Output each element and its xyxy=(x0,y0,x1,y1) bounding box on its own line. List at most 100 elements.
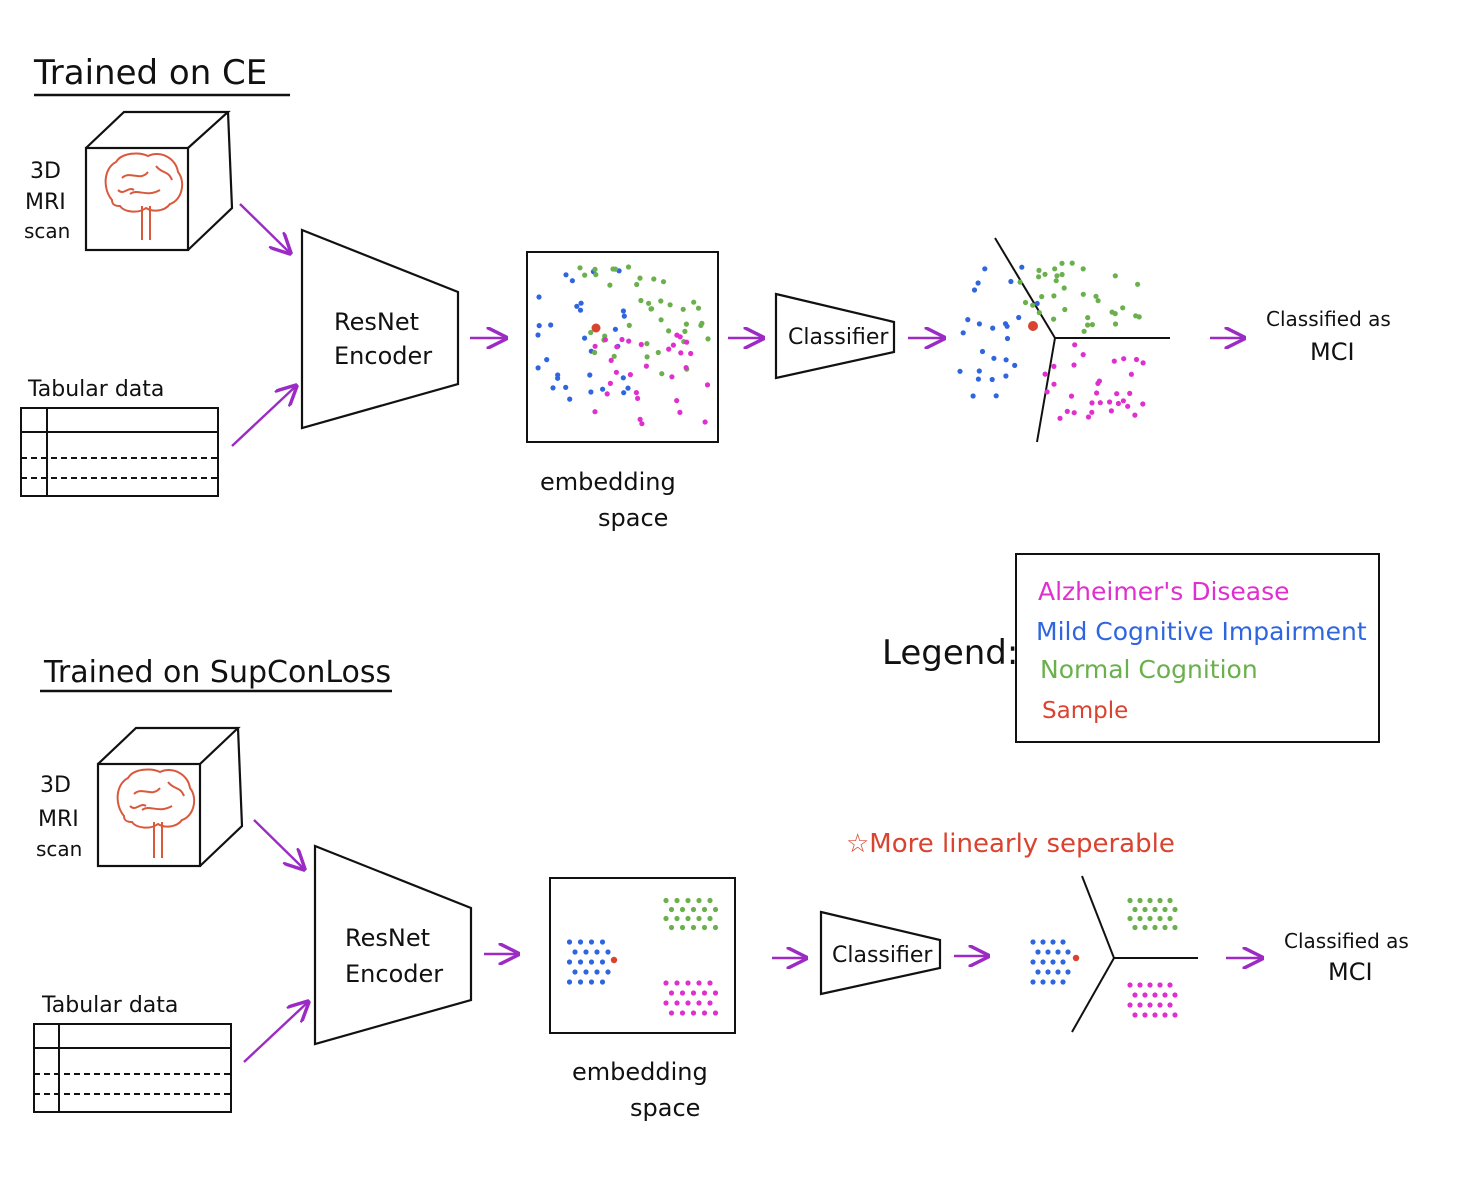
bottom-brain-icon xyxy=(116,768,196,858)
alzheimers-dot xyxy=(1071,410,1077,416)
mci-dot xyxy=(1045,969,1051,975)
legend-box xyxy=(1015,553,1380,743)
bottom-title: Trained on SupConLoss xyxy=(43,655,391,690)
bottom-mri-label-mri: MRI xyxy=(38,807,79,832)
mci-dot xyxy=(991,355,997,361)
mci-dot xyxy=(1060,939,1066,945)
bottom-mri-cube xyxy=(96,726,244,868)
normal-dot xyxy=(679,924,686,931)
normal-dot xyxy=(577,265,583,271)
alzheimers-dot xyxy=(677,409,683,415)
alzheimers-dot xyxy=(1133,356,1140,363)
alzheimers-dot xyxy=(1167,1002,1173,1008)
alzheimers-dot xyxy=(1152,1012,1158,1018)
normal-dot xyxy=(1062,306,1068,313)
normal-dot xyxy=(1135,281,1141,287)
normal-dot xyxy=(663,915,669,922)
normal-dot xyxy=(1152,924,1158,931)
top-tabular-table xyxy=(20,407,219,497)
mci-dot xyxy=(536,323,542,329)
alzheimers-dot xyxy=(668,990,675,996)
alzheimers-dot xyxy=(1152,992,1158,998)
mci-dot xyxy=(1016,314,1022,321)
mci-dot xyxy=(1004,323,1010,329)
alzheimers-dot xyxy=(1080,352,1086,358)
normal-dot xyxy=(1042,271,1048,277)
top-arrow-mri xyxy=(239,203,290,253)
top-classifier-shape xyxy=(774,292,896,380)
normal-dot xyxy=(1136,314,1142,320)
legend-item-mci: Mild Cognitive Impairment xyxy=(1036,617,1367,646)
alzheimers-dot xyxy=(592,409,598,415)
alzheimers-dot xyxy=(602,337,609,343)
normal-dot xyxy=(637,275,643,281)
mci-dot xyxy=(544,357,550,363)
normal-dot xyxy=(1052,266,1058,272)
top-arrow-tabular xyxy=(231,386,296,447)
alzheimers-dot xyxy=(1157,982,1163,988)
mci-dot xyxy=(1004,335,1011,342)
normal-dot xyxy=(674,897,680,904)
normal-dot xyxy=(593,272,599,278)
normal-dot xyxy=(638,297,644,304)
alzheimers-dot xyxy=(1089,400,1095,406)
normal-dot xyxy=(695,305,702,311)
alzheimers-dot xyxy=(613,369,620,375)
normal-dot xyxy=(679,906,686,913)
mci-dot xyxy=(582,335,588,341)
normal-dot xyxy=(625,264,632,270)
alzheimers-dot xyxy=(663,980,669,986)
mci-dot xyxy=(970,393,976,399)
mci-dot xyxy=(563,272,569,278)
mci-dot xyxy=(605,969,611,975)
mci-dot xyxy=(1050,959,1056,965)
alzheimers-dot xyxy=(1140,360,1146,366)
mci-dot xyxy=(569,278,576,284)
alzheimers-dot xyxy=(643,363,650,369)
normal-dot xyxy=(690,924,697,931)
normal-dot xyxy=(1142,924,1148,931)
bottom-classified-dots xyxy=(1030,897,1178,1018)
top-mri-cube xyxy=(84,110,234,252)
alzheimers-dot xyxy=(1127,982,1133,988)
mci-dot xyxy=(993,393,999,399)
alzheimers-dot xyxy=(696,1000,702,1006)
alzheimers-dot xyxy=(674,980,680,986)
normal-dot xyxy=(1022,299,1029,306)
alzheimers-dot xyxy=(701,1010,708,1016)
normal-dot xyxy=(1172,924,1178,931)
normal-dot xyxy=(1142,906,1148,913)
mci-dot xyxy=(957,368,963,374)
mci-dot xyxy=(1060,979,1066,985)
alzheimers-dot xyxy=(627,372,634,378)
mci-dot xyxy=(971,287,978,293)
normal-dot xyxy=(680,306,686,312)
alzheimers-dot xyxy=(1111,358,1117,364)
mci-dot xyxy=(577,959,584,965)
top-encoder-label-1: ResNet xyxy=(334,308,419,336)
mci-dot xyxy=(594,949,600,955)
normal-dot xyxy=(1120,305,1126,311)
mci-dot xyxy=(1030,959,1036,965)
normal-dot xyxy=(685,897,691,904)
normal-dot xyxy=(626,322,632,328)
bottom-encoder-label-2: Encoder xyxy=(345,960,443,988)
bottom-embedding-dots xyxy=(566,897,719,1016)
top-result-label-2: MCI xyxy=(1310,338,1355,366)
normal-dot xyxy=(1059,260,1065,266)
alzheimers-dot xyxy=(704,382,711,388)
normal-dot xyxy=(701,906,708,913)
alzheimers-dot xyxy=(1132,412,1138,418)
normal-dot xyxy=(705,336,711,342)
mci-dot xyxy=(621,313,627,319)
normal-dot xyxy=(663,897,669,904)
mci-dot xyxy=(976,368,982,374)
alzheimers-dot xyxy=(663,1000,669,1006)
mci-dot xyxy=(1035,949,1041,955)
mci-dot xyxy=(976,321,983,327)
mci-dot xyxy=(1012,362,1018,368)
normal-dot xyxy=(1081,328,1087,334)
mci-dot xyxy=(1035,969,1041,975)
mci-dot xyxy=(548,322,554,328)
